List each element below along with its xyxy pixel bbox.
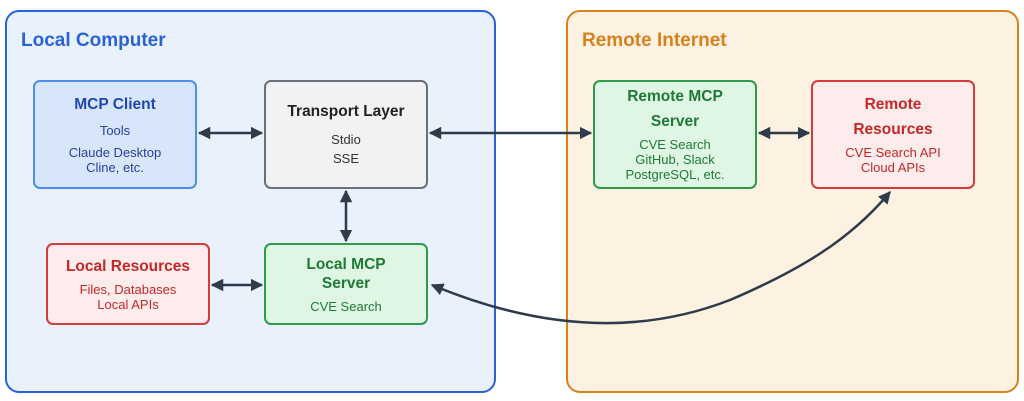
mcp-client-cline: Cline, etc. — [86, 159, 144, 175]
remote-mcp-server-node: Remote MCP Server CVE Search GitHub, Sla… — [593, 80, 757, 189]
transport-layer-node: Transport Layer Stdio SSE — [264, 80, 428, 189]
transport-layer-title: Transport Layer — [287, 102, 405, 120]
local-mcp-title-1: Local MCP — [306, 255, 386, 273]
local-mcp-server-node: Local MCP Server CVE Search — [264, 243, 428, 325]
transport-sse: SSE — [332, 150, 359, 166]
remote-resources-title-1: Remote — [864, 95, 922, 113]
remote-internet-title: Remote Internet — [582, 30, 727, 51]
local-resources-title: Local Resources — [65, 257, 191, 275]
remote-mcp-postgres: PostgreSQL, etc. — [625, 167, 725, 182]
remote-mcp-title-2: Server — [650, 113, 700, 130]
mcp-client-node: MCP Client Tools Claude Desktop Cline, e… — [33, 80, 197, 189]
local-resources-apis: Local APIs — [97, 296, 159, 312]
transport-stdio: Stdio — [331, 131, 361, 147]
local-computer-region: Local Computer — [5, 10, 496, 393]
local-mcp-title-2: Server — [321, 274, 371, 292]
local-computer-title: Local Computer — [21, 30, 166, 51]
local-resources-files: Files, Databases — [79, 281, 177, 297]
arrow-local-mcp-remote-resources — [430, 191, 891, 325]
remote-mcp-cve: CVE Search — [639, 137, 711, 152]
mcp-client-desktop: Claude Desktop — [68, 144, 162, 160]
local-mcp-cve: CVE Search — [310, 298, 382, 314]
local-resources-node: Local Resources Files, Databases Local A… — [46, 243, 210, 325]
remote-resources-cloud: Cloud APIs — [860, 159, 926, 175]
mcp-client-tools: Tools — [99, 122, 131, 138]
remote-mcp-title-1: Remote MCP — [627, 88, 723, 105]
remote-mcp-github: GitHub, Slack — [635, 152, 715, 167]
mcp-client-title: MCP Client — [74, 95, 156, 113]
remote-resources-cve-api: CVE Search API — [845, 144, 941, 160]
remote-resources-title-2: Resources — [853, 120, 933, 138]
remote-resources-node: Remote Resources CVE Search API Cloud AP… — [811, 80, 975, 189]
